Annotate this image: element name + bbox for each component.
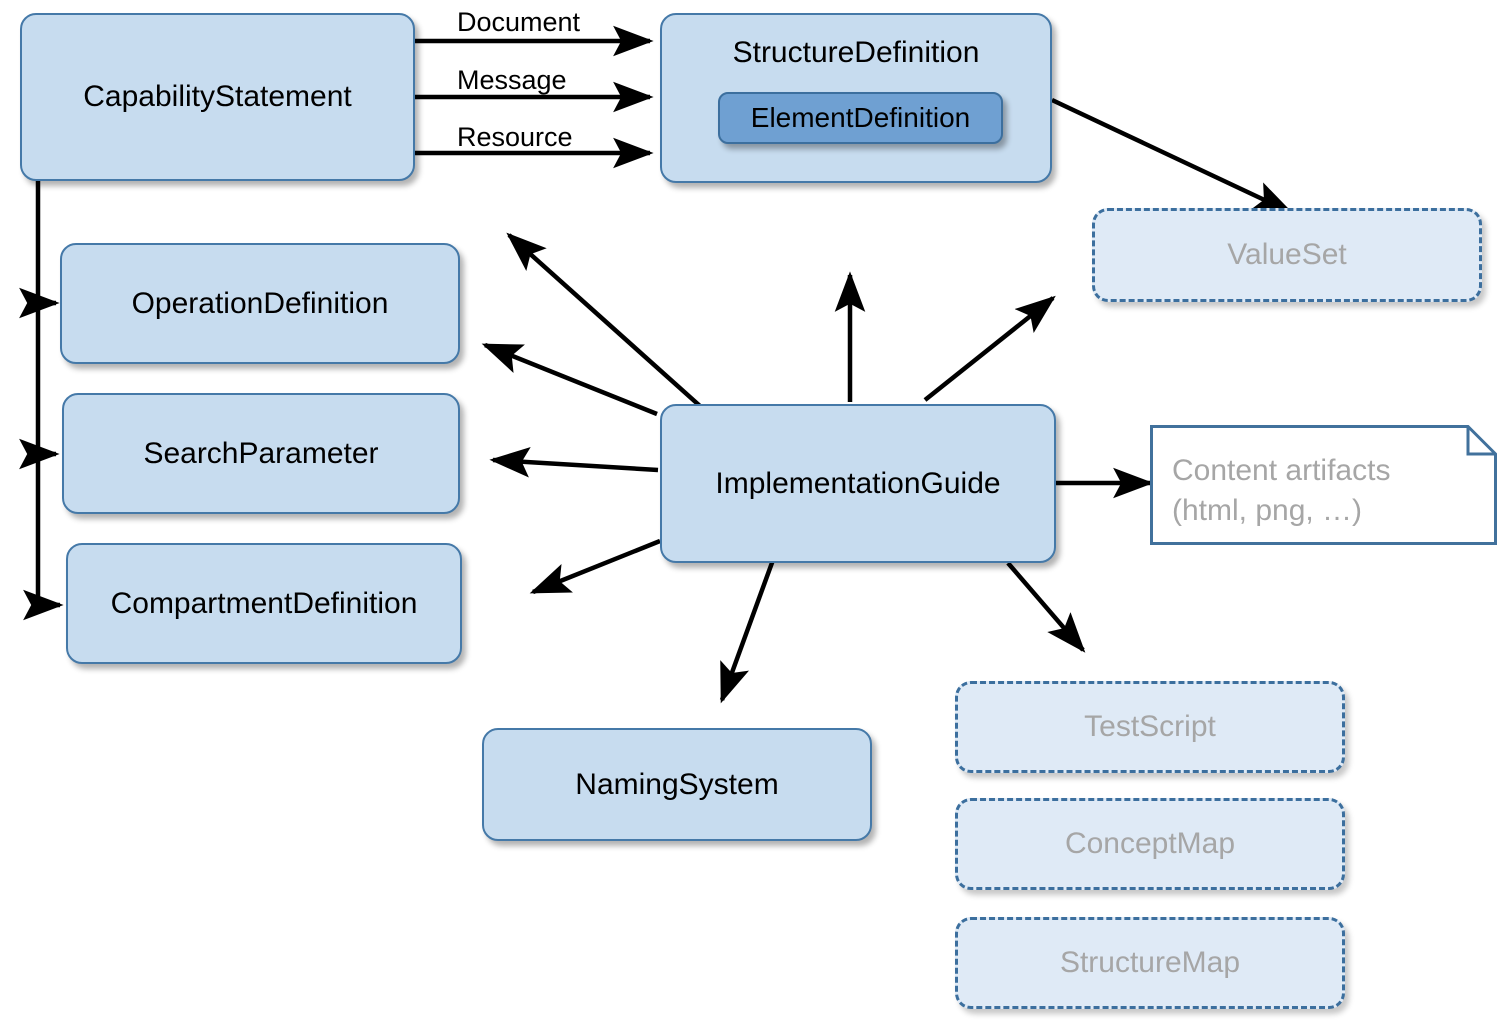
node-label: TestScript [1084,710,1216,743]
node-naming-system[interactable]: NamingSystem [482,728,872,841]
node-label: StructureMap [1059,946,1241,979]
edge-label-resource: Resource [457,122,573,152]
node-element-definition[interactable]: ElementDefinition [718,92,1003,144]
node-concept-map[interactable]: ConceptMap [955,798,1345,890]
edge-label-document: Document [457,7,581,37]
node-label: ConceptMap [1064,827,1236,860]
node-label: CapabilityStatement [83,80,352,113]
node-label: ImplementationGuide [715,466,1001,500]
node-label: OperationDefinition [131,286,389,320]
node-structure-map[interactable]: StructureMap [955,917,1345,1009]
note-line-2: (html, png, …) [1172,493,1363,527]
node-label: SearchParameter [143,436,379,470]
edge-ig-to-operation-definition [481,342,658,417]
edge-ig-to-naming-system [719,559,776,704]
node-test-script[interactable]: TestScript [955,681,1345,773]
node-structure-definition[interactable]: StructureDefinition ElementDefinition [660,13,1052,183]
node-compartment-definition[interactable]: CompartmentDefinition [66,543,462,664]
edge-ig-to-structure [506,232,702,408]
node-label: CompartmentDefinition [110,586,418,620]
edge-ig-to-search-parameter [489,446,659,478]
edge-structure-to-valueset [1051,97,1294,215]
edge-label-message: Message [457,65,567,95]
node-implementation-guide[interactable]: ImplementationGuide [660,404,1056,563]
node-content-artifacts[interactable]: Content artifacts (html, png, …) [1150,425,1497,545]
node-label: ValueSet [1227,238,1347,271]
node-operation-definition[interactable]: OperationDefinition [60,243,460,364]
node-label: NamingSystem [575,767,779,801]
node-value-set[interactable]: ValueSet [1092,208,1482,302]
node-label: StructureDefinition [732,36,980,69]
edge-ig-to-compartment-definition [529,538,661,595]
node-search-parameter[interactable]: SearchParameter [62,393,460,514]
edge-ig-to-test-script [1006,561,1086,653]
note-line-1: Content artifacts [1172,454,1391,487]
edge-ig-to-valueset [923,295,1056,402]
node-capability-statement[interactable]: CapabilityStatement [20,13,415,181]
node-label: ElementDefinition [750,102,971,134]
edge-capability-left-trunk [19,181,64,621]
